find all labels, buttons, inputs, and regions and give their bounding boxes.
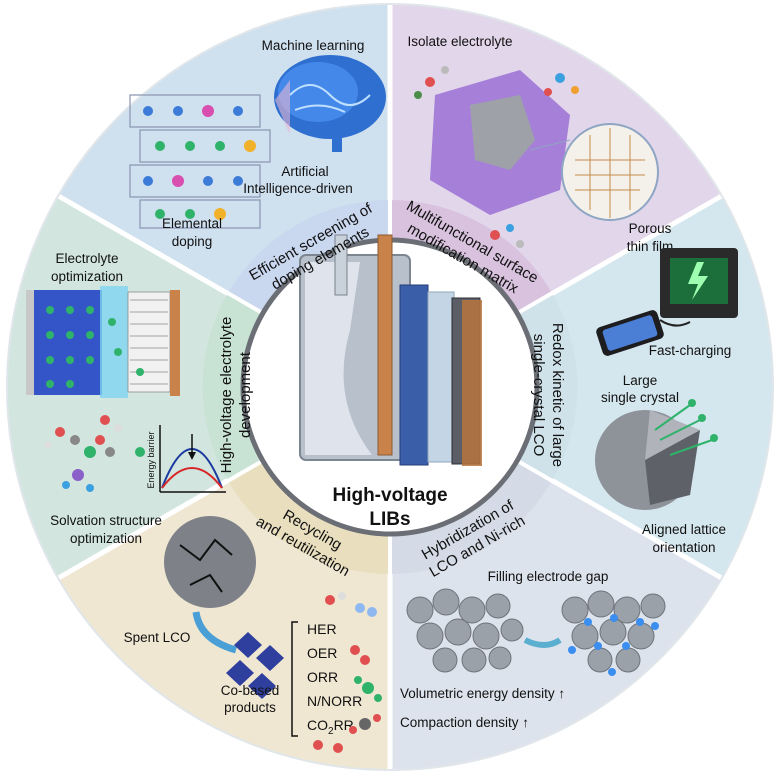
label-machine-learning: Machine learning [262,38,365,53]
reaction-3: N/NORR [307,693,362,709]
label-electrolyte-opt-2: optimization [51,269,123,284]
label-isolate-electrolyte: Isolate electrolyte [407,34,512,49]
label-elemental-2: doping [172,234,213,249]
label-cobased-1: Co-based [221,683,280,698]
label-aligned-2: orientation [652,540,715,555]
label-ai-driven-1: Artificial [281,164,328,179]
center-title-line2: LIBs [369,509,410,530]
label-large-2: single crystal [601,390,679,405]
reaction-2: ORR [307,669,338,685]
label-compaction: Compaction density ↑ [400,715,529,730]
label-solvation-2: optimization [70,531,142,546]
label-large-1: Large [623,373,658,388]
label-ai-driven-2: Intelligence-driven [243,181,353,196]
label-filling-gap: Filling electrode gap [488,569,609,584]
label-elemental-1: Elemental [162,216,222,231]
label-fast-charging: Fast-charging [649,343,732,358]
label-cobased-2: products [224,700,276,715]
center-title-line1: High-voltage [332,485,447,506]
label-porous-1: Porous [629,221,672,236]
label-aligned-1: Aligned lattice [642,522,726,537]
spent-particle-icon [164,516,256,608]
svg-text:Redox kinetic of large: Redox kinetic of large [549,323,566,467]
reaction-1: OER [307,645,337,661]
electrode-interface-icon [26,286,180,398]
label-spent-lco: Spent LCO [124,630,191,645]
reaction-0: HER [307,621,337,637]
svg-text:development: development [237,351,254,438]
label-solvation-1: Solvation structure [50,513,162,528]
svg-text:single-crystal LCO: single-crystal LCO [530,334,547,457]
label-volumetric: Volumetric energy density ↑ [400,686,565,701]
label-energy-barrier: Energy barrier [146,431,156,488]
svg-text:High-voltage electrolyte: High-voltage electrolyte [218,317,235,474]
label-electrolyte-opt-1: Electrolyte [55,251,118,266]
